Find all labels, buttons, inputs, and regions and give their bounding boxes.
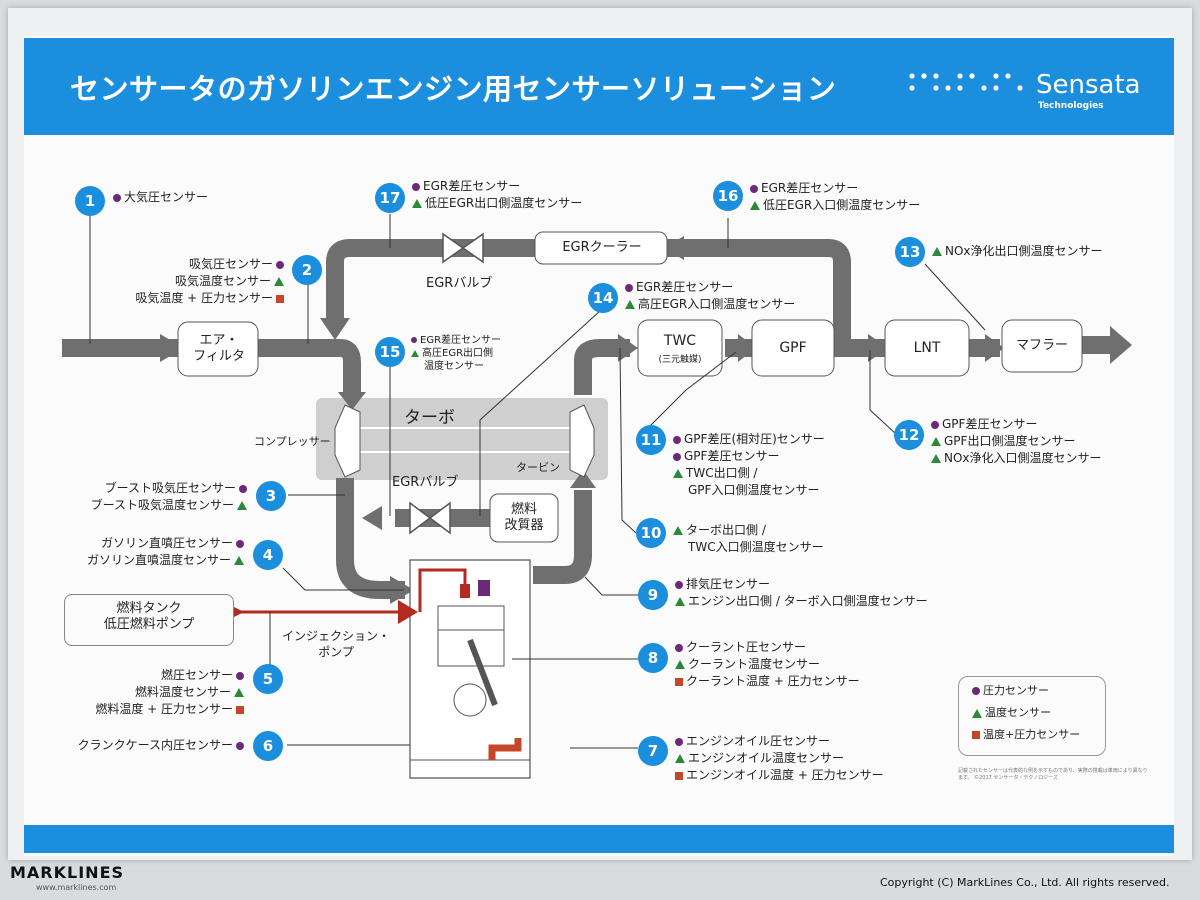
air-filter-label: エア・フィルタ xyxy=(193,333,245,364)
marklines-url: www.marklines.com xyxy=(36,883,117,892)
badge-13: 13 xyxy=(895,237,925,267)
badge-14: 14 xyxy=(588,283,618,313)
footer-band xyxy=(24,825,1174,853)
injection-pump-label: インジェクション・ポンプ xyxy=(282,629,391,659)
sensata-logo-dots xyxy=(909,73,1023,91)
badge-5: 5 xyxy=(253,664,283,694)
legend-pressure: 圧力センサー xyxy=(969,682,1105,699)
fuel-tank-label: 燃料タンク低圧燃料ポンプ xyxy=(103,601,195,632)
badge-10: 10 xyxy=(636,518,666,548)
badge-1: 1 xyxy=(75,186,105,216)
badge-12: 12 xyxy=(894,420,924,450)
copyright-text: Copyright (C) MarkLines Co., Ltd. All ri… xyxy=(880,876,1170,889)
badge-17: 17 xyxy=(375,183,405,213)
turbine-label: タービン xyxy=(516,461,560,474)
sensor-13-label: NOx浄化出口側温度センサー xyxy=(929,243,1103,260)
gpf-label: GPF xyxy=(779,340,807,356)
sensor-7-label: エンジンオイル圧センサー エンジンオイル温度センサー エンジンオイル温度 + 圧… xyxy=(672,733,884,784)
sensor-17-label: EGR差圧センサー 低圧EGR出口側温度センサー xyxy=(409,178,582,212)
sensor-2-label: 吸気圧センサー 吸気温度センサー 吸気温度 + 圧力センサー xyxy=(95,256,287,307)
sensor-5-label: 燃圧センサー 燃料温度センサー 燃料温度 + 圧力センサー xyxy=(40,667,247,718)
badge-8: 8 xyxy=(638,643,668,673)
fuel-reformer-label: 燃料改質器 xyxy=(504,502,544,533)
sensor-4-label: ガソリン直噴圧センサー ガソリン直噴温度センサー xyxy=(40,535,247,569)
badge-16: 16 xyxy=(713,181,743,211)
fine-print: 記載されたセンサーは代表的な例を示すものであり、実際の搭載は車両により異なります… xyxy=(958,768,1148,781)
muffler-label: マフラー xyxy=(1015,338,1068,353)
turbine-out-pipe xyxy=(574,339,630,395)
sensor-12-label: GPF差圧センサー GPF出口側温度センサー NOx浄化入口側温度センサー xyxy=(928,416,1102,467)
sensor-3-label: ブースト吸気圧センサー ブースト吸気温度センサー xyxy=(40,480,250,514)
legend: 圧力センサー 温度センサー 温度+圧力センサー xyxy=(958,676,1106,756)
compressor-wheel xyxy=(334,404,361,478)
legend-combo: 温度+圧力センサー xyxy=(969,726,1105,743)
turbine-wheel xyxy=(569,404,595,478)
egr-valve-top-label: EGRバルブ xyxy=(426,276,493,291)
turbo-label: ターボ xyxy=(404,408,455,428)
egr-return xyxy=(650,239,851,348)
brand-name: Sensata xyxy=(1036,70,1141,100)
egr-valve-mid-label: EGRバルブ xyxy=(392,475,459,490)
legend-temperature: 温度センサー xyxy=(969,704,1105,721)
badge-11: 11 xyxy=(636,425,666,455)
badge-9: 9 xyxy=(638,580,668,610)
badge-6: 6 xyxy=(253,731,283,761)
twc-label: TWC xyxy=(663,333,697,349)
badge-15: 15 xyxy=(375,337,405,367)
twc-sub-label: (三元触媒) xyxy=(658,355,702,365)
sensor-9-label: 排気圧センサー エンジン出口側 / ターボ入口側温度センサー xyxy=(672,576,928,610)
brand-subtitle: Technologies xyxy=(1038,101,1104,111)
marklines-logo: MARKLINES xyxy=(10,863,125,882)
badge-2: 2 xyxy=(292,255,322,285)
boost-pipe xyxy=(336,478,405,599)
sensor-1-label: 大気圧センサー xyxy=(110,189,208,206)
badge-7: 7 xyxy=(638,736,668,766)
sensor-8-label: クーラント圧センサー クーラント温度センサー クーラント温度 + 圧力センサー xyxy=(672,639,860,690)
intake-pipe xyxy=(62,339,361,392)
air-filter-box xyxy=(177,321,259,377)
lnt-label: LNT xyxy=(913,340,941,356)
low-egr-pipe xyxy=(326,239,535,320)
egr-cooler-label: EGRクーラー xyxy=(562,240,642,255)
page-title: センサータのガソリンエンジン用センサーソリューション xyxy=(70,72,837,106)
sensor-11-label: GPF差圧(相対圧)センサー GPF差圧センサー TWC出口側 / GPF入口側… xyxy=(670,431,825,499)
badge-4: 4 xyxy=(253,540,283,570)
sensor-16-label: EGR差圧センサー 低圧EGR入口側温度センサー xyxy=(747,180,920,214)
sensor-14-label: EGR差圧センサー 高圧EGR入口側温度センサー xyxy=(622,279,795,313)
compressor-label: コンプレッサー xyxy=(254,435,331,448)
exhaust-pipe xyxy=(533,490,592,584)
sensor-15-label: EGR差圧センサー 高圧EGR出口側 温度センサー xyxy=(408,334,501,373)
sensor-6-label: クランクケース内圧センサー xyxy=(30,737,247,754)
badge-3: 3 xyxy=(256,481,286,511)
fuel-tank-box xyxy=(64,594,234,646)
turbo-band xyxy=(316,398,608,480)
sensor-10-label: ターボ出口側 / TWC入口側温度センサー xyxy=(670,522,824,556)
